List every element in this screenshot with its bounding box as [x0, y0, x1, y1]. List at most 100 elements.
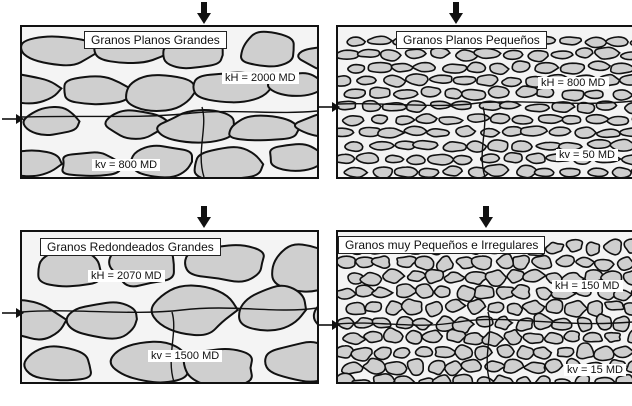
- grain: [404, 126, 427, 135]
- grain: [613, 90, 632, 100]
- grain: [481, 154, 500, 163]
- grain: [488, 302, 504, 312]
- grain: [551, 51, 573, 59]
- grain: [453, 77, 475, 85]
- grain: [477, 75, 498, 86]
- grain: [406, 331, 422, 344]
- grain: [476, 317, 493, 327]
- grain: [512, 61, 530, 72]
- grain: [347, 37, 365, 46]
- grain: [497, 345, 514, 358]
- grain: [512, 116, 532, 124]
- grain: [413, 141, 438, 150]
- grain: [588, 168, 608, 176]
- grain: [583, 333, 602, 342]
- kv-label: kv = 1500 MD: [148, 350, 222, 362]
- grain: [507, 303, 522, 315]
- grain: [352, 380, 370, 382]
- grain: [611, 63, 632, 73]
- grain: [356, 153, 378, 163]
- panel-title: Granos muy Pequeños e Irregulares: [338, 236, 545, 254]
- grain: [461, 360, 481, 372]
- grain: [561, 63, 585, 74]
- grain: [359, 127, 379, 136]
- grain: [586, 242, 599, 255]
- right-arrow-icon: [318, 319, 340, 331]
- grain: [394, 90, 418, 99]
- kh-label: kH = 2070 MD: [88, 270, 165, 282]
- grain: [502, 78, 521, 87]
- panel-title: Granos Planos Pequeños: [396, 31, 547, 49]
- panel-small-irregular-grains: Granos muy Pequeños e Irregulares kH = 1…: [336, 230, 632, 384]
- grain: [365, 302, 381, 312]
- grain: [443, 142, 466, 152]
- grain: [338, 128, 354, 136]
- grain: [549, 127, 570, 136]
- grain: [348, 65, 365, 74]
- grain: [421, 87, 440, 97]
- grain: [562, 116, 580, 124]
- grain: [564, 331, 579, 342]
- grain: [578, 318, 592, 332]
- grain: [504, 153, 522, 163]
- grain: [462, 90, 486, 100]
- grain: [416, 347, 433, 357]
- panel-large-round-grains: Granos Redondeados Grandes kH = 2070 MD …: [20, 230, 319, 384]
- grain: [430, 75, 452, 83]
- grain: [453, 156, 472, 165]
- grain: [338, 50, 359, 59]
- grain: [394, 348, 410, 358]
- grain: [338, 256, 355, 268]
- grain: [467, 62, 485, 72]
- grain: [475, 286, 494, 299]
- grain: [445, 89, 462, 99]
- grain: [416, 284, 434, 298]
- right-arrow-icon: [2, 113, 24, 125]
- grain: [428, 154, 454, 164]
- grain: [488, 140, 508, 152]
- grain: [392, 64, 414, 72]
- grain-texture: [22, 27, 317, 177]
- grain: [612, 168, 631, 177]
- down-arrow-icon: [196, 206, 212, 230]
- grain: [357, 76, 376, 84]
- grain: [560, 168, 580, 176]
- grain: [560, 37, 581, 45]
- grain: [546, 299, 562, 313]
- grain: [407, 155, 425, 164]
- grain: [535, 168, 554, 176]
- grain: [270, 144, 317, 171]
- grain: [578, 103, 595, 114]
- grain: [358, 49, 380, 57]
- grain: [373, 167, 392, 177]
- grain: [439, 117, 463, 125]
- grain: [413, 63, 435, 72]
- grain: [585, 37, 606, 47]
- grain: [517, 346, 534, 359]
- grain: [344, 168, 367, 177]
- grain: [385, 362, 407, 375]
- kh-label: kH = 150 MD: [552, 280, 623, 292]
- grain: [512, 141, 532, 152]
- grain: [558, 348, 574, 357]
- kh-label: kH = 800 MD: [538, 77, 609, 89]
- grain: [455, 345, 472, 360]
- grain: [575, 127, 596, 138]
- down-arrow-icon: [196, 2, 212, 26]
- grain: [491, 114, 510, 124]
- grain: [562, 90, 583, 100]
- grain: [453, 374, 473, 382]
- right-arrow-icon: [318, 101, 340, 113]
- panel-title: Granos Redondeados Grandes: [40, 238, 221, 256]
- grain: [419, 168, 439, 177]
- grain: [468, 114, 490, 122]
- grain: [427, 129, 449, 137]
- grain: [374, 347, 391, 359]
- grain: [504, 50, 523, 59]
- grain: [395, 167, 418, 177]
- grain: [346, 303, 365, 315]
- grain: [345, 142, 363, 152]
- panel-large-flat-grains: Granos Planos Grandes kH = 2000 MD kv = …: [20, 25, 319, 179]
- grain: [577, 343, 594, 359]
- grain: [585, 90, 603, 98]
